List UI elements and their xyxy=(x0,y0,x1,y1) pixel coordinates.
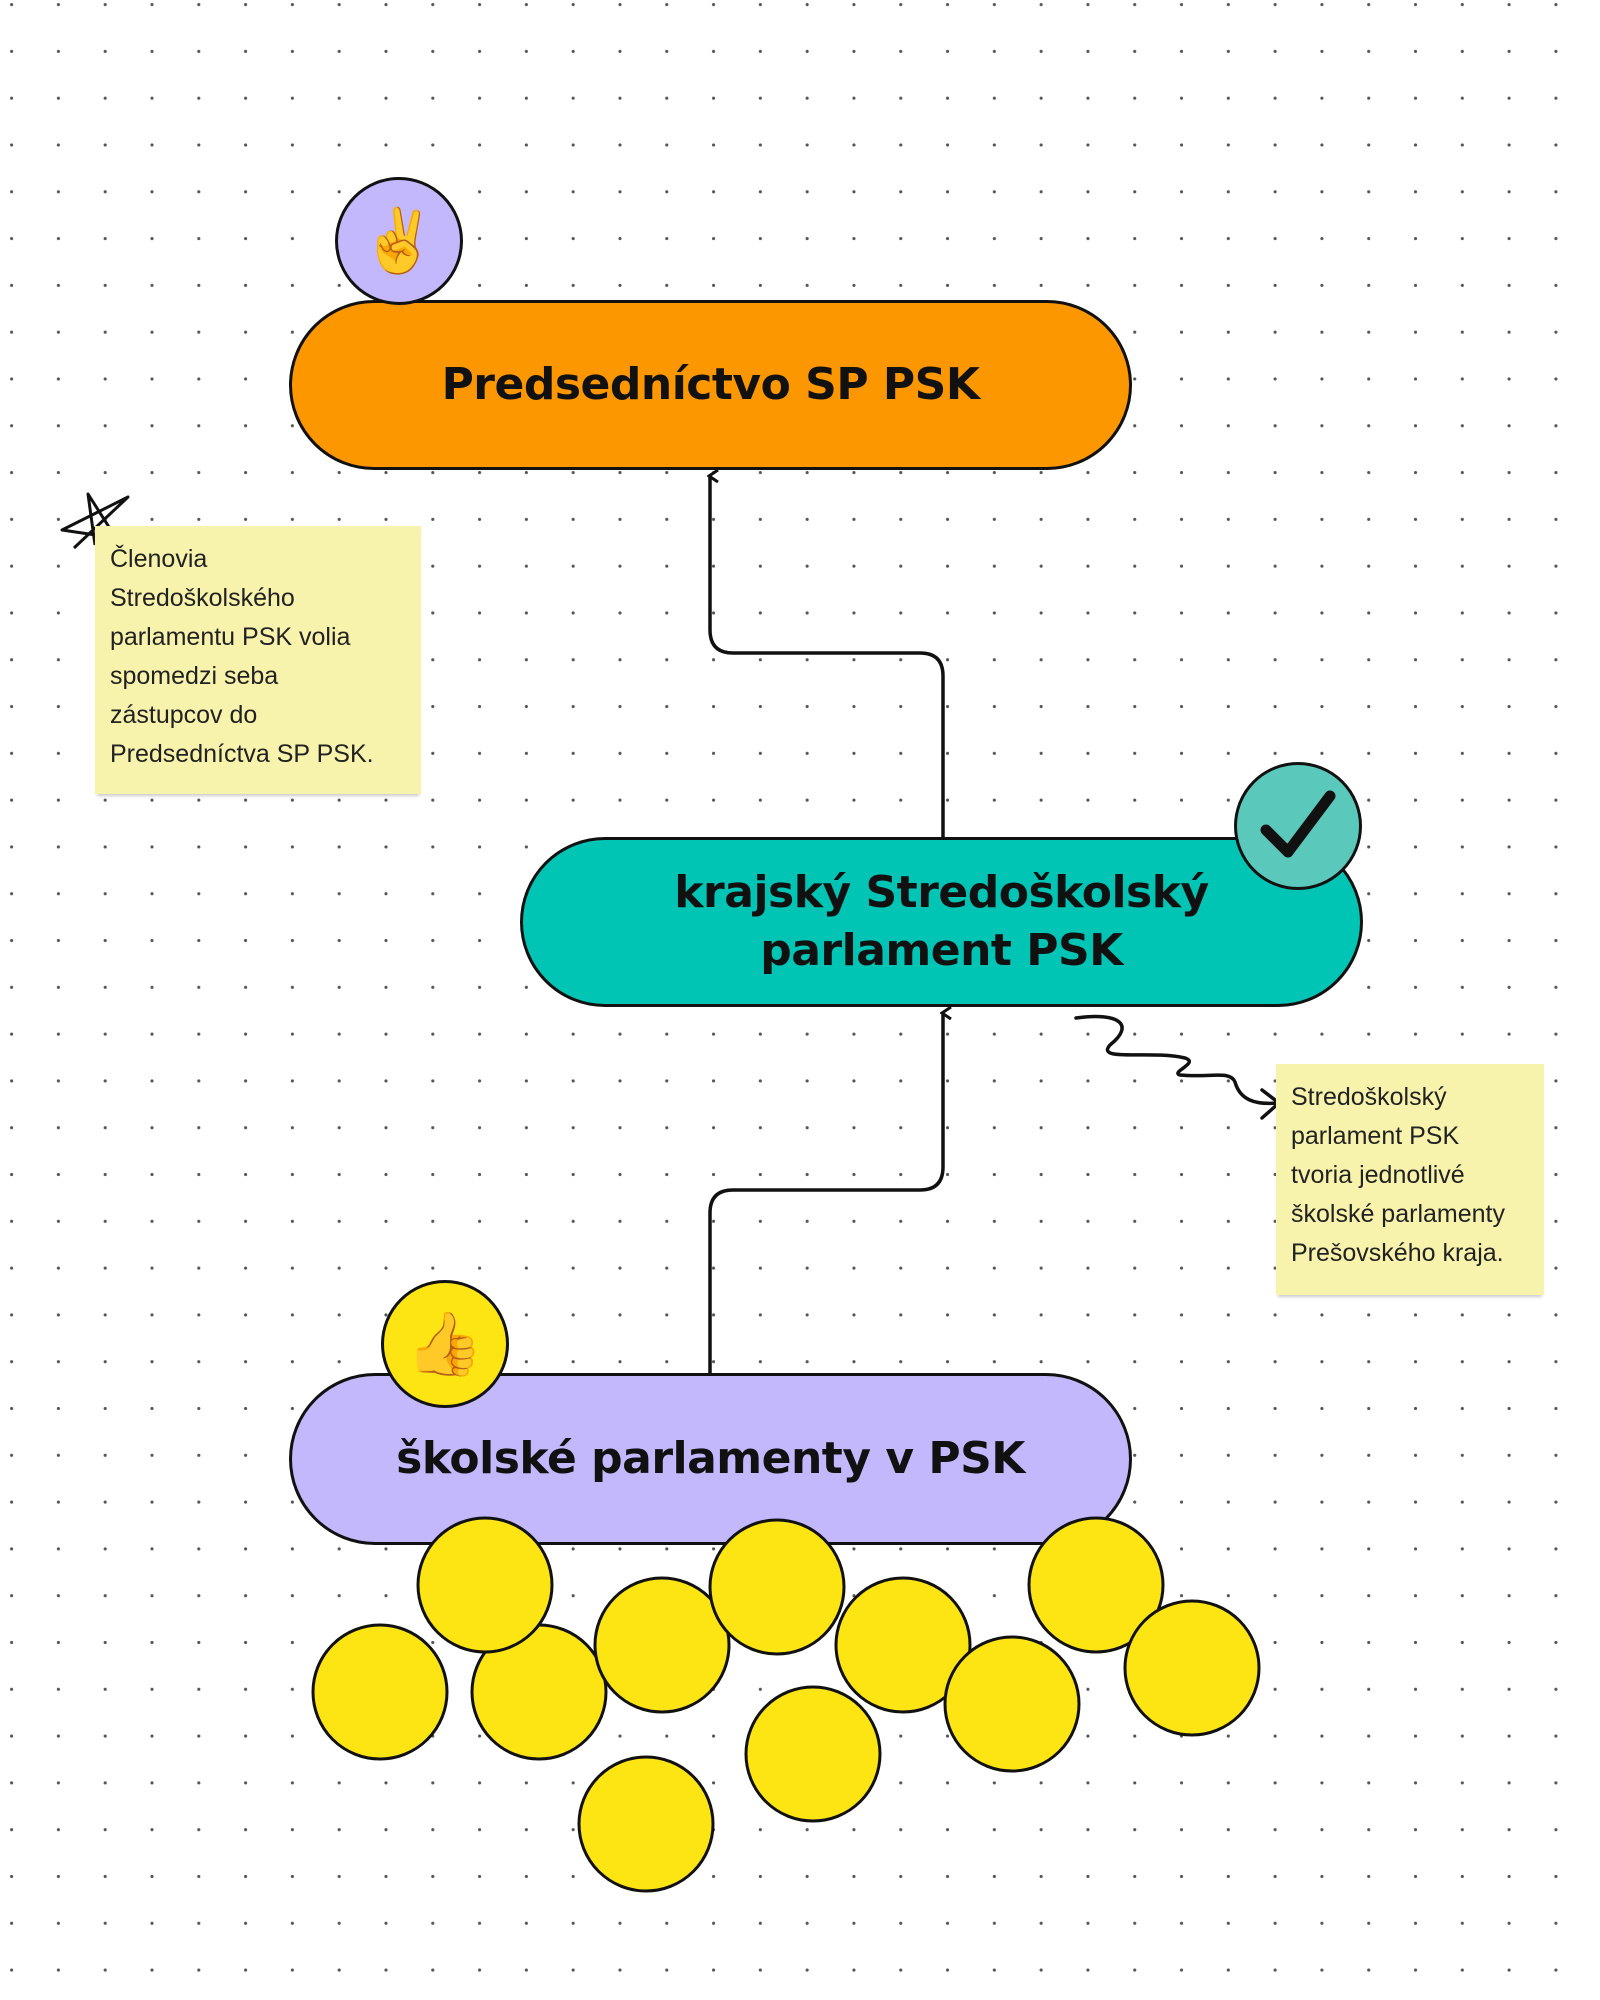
school-circle xyxy=(1123,1599,1261,1737)
node-label: Predsedníctvo SP PSK xyxy=(441,359,980,410)
note-line: školské parlamenty xyxy=(1291,1200,1505,1228)
arrow-middle-to-top xyxy=(710,476,945,837)
note-line: Členovia xyxy=(110,545,208,573)
checkmark-badge xyxy=(1234,762,1362,890)
school-circle xyxy=(593,1576,731,1714)
note-left: Členovia Stredoškolského parlamentu PSK … xyxy=(95,526,421,794)
checkmark-icon xyxy=(1260,790,1336,858)
school-circle xyxy=(943,1635,1081,1773)
node-krajsky-parlament[interactable]: krajský Stredoškolský parlament PSK xyxy=(520,837,1363,1007)
school-circle xyxy=(708,1518,846,1656)
node-predsednictvo[interactable]: Predsedníctvo SP PSK xyxy=(289,300,1132,470)
node-skolske-parlamenty[interactable]: školské parlamenty v PSK xyxy=(289,1373,1132,1545)
note-line: zástupcov do xyxy=(110,701,258,729)
arrow-bottom-to-middle xyxy=(708,1013,943,1375)
victory-hand-icon: ✌ xyxy=(360,206,438,276)
node-label: školské parlamenty v PSK xyxy=(396,1433,1025,1484)
school-circle xyxy=(834,1576,972,1714)
note-line: Stredoškolského xyxy=(110,584,295,612)
victory-hand-badge: ✌ xyxy=(335,177,463,305)
thumbs-up-icon: 👍 xyxy=(406,1309,484,1379)
school-circle xyxy=(416,1516,554,1654)
school-circle xyxy=(1027,1516,1165,1654)
thumbs-up-badge: 👍 xyxy=(381,1280,509,1408)
note-line: parlamentu PSK volia xyxy=(110,623,351,651)
note-right: Stredoškolský parlament PSK tvoria jedno… xyxy=(1276,1064,1544,1295)
node-label-line1: krajský Stredoškolský xyxy=(674,867,1209,918)
note-line: tvoria jednotlivé xyxy=(1291,1161,1465,1189)
note-line: spomedzi seba xyxy=(110,662,279,690)
note-line: Stredoškolský xyxy=(1291,1083,1447,1111)
school-circle xyxy=(744,1685,882,1823)
node-label-line2: parlament PSK xyxy=(760,925,1123,976)
note-line: parlament PSK xyxy=(1291,1122,1460,1150)
school-circle xyxy=(311,1623,449,1761)
school-circle xyxy=(577,1755,715,1893)
note-line: Predsedníctva SP PSK. xyxy=(110,740,374,768)
note-line: Prešovského kraja. xyxy=(1291,1239,1504,1267)
star-doodle-icon xyxy=(60,492,130,550)
